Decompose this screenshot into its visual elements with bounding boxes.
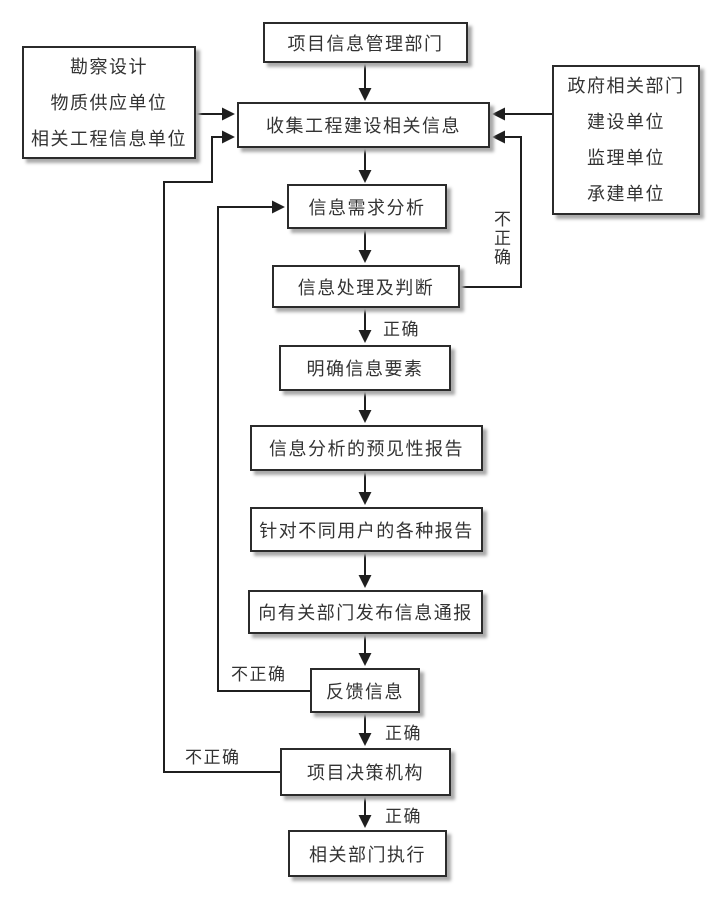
edge-label-incorrect-process-loop: 不正确 bbox=[491, 210, 510, 267]
node-predictive-report-label: 信息分析的预见性报告 bbox=[269, 439, 464, 459]
source-construction-unit: 建设单位 bbox=[587, 112, 665, 132]
node-feedback-info-label: 反馈信息 bbox=[326, 681, 404, 702]
source-related-project-info-unit: 相关工程信息单位 bbox=[31, 128, 187, 149]
node-user-reports: 针对不同用户的各种报告 bbox=[250, 507, 483, 552]
node-publish-notice: 向有关部门发布信息通报 bbox=[248, 590, 483, 634]
node-collect-info-label: 收集工程建设相关信息 bbox=[266, 116, 461, 136]
source-survey-design: 勘察设计 bbox=[70, 56, 148, 77]
edge-label-correct-after-decision: 正确 bbox=[385, 807, 422, 826]
node-predictive-report: 信息分析的预见性报告 bbox=[250, 425, 483, 471]
node-feedback-info: 反馈信息 bbox=[310, 668, 420, 713]
node-execute-depts-label: 相关部门执行 bbox=[309, 844, 426, 865]
node-demand-analysis: 信息需求分析 bbox=[287, 184, 447, 229]
node-process-judge: 信息处理及判断 bbox=[272, 265, 460, 308]
node-collect-info: 收集工程建设相关信息 bbox=[237, 102, 490, 148]
node-project-info-dept-label: 项目信息管理部门 bbox=[287, 33, 444, 54]
edge-label-incorrect-decision-loop: 不正确 bbox=[185, 748, 241, 767]
edge-label-correct-after-feedback: 正确 bbox=[385, 724, 422, 743]
source-material-supply-unit: 物质供应单位 bbox=[50, 92, 168, 113]
source-supervision-unit: 监理单位 bbox=[587, 148, 665, 168]
node-clarify-elements: 明确信息要素 bbox=[279, 345, 451, 391]
edge-label-correct-after-process: 正确 bbox=[383, 320, 420, 339]
node-demand-analysis-label: 信息需求分析 bbox=[308, 197, 426, 218]
node-project-info-dept: 项目信息管理部门 bbox=[263, 22, 468, 63]
node-decision-body: 项目决策机构 bbox=[280, 748, 451, 796]
node-user-reports-label: 针对不同用户的各种报告 bbox=[259, 520, 474, 541]
edge-label-incorrect-feedback-loop: 不正确 bbox=[231, 665, 287, 684]
node-clarify-elements-label: 明确信息要素 bbox=[306, 359, 424, 379]
node-publish-notice-label: 向有关部门发布信息通报 bbox=[258, 603, 473, 623]
node-sources-right: 政府相关部门 建设单位 监理单位 承建单位 bbox=[552, 65, 700, 215]
source-government-dept: 政府相关部门 bbox=[567, 76, 685, 96]
node-decision-body-label: 项目决策机构 bbox=[307, 763, 424, 783]
node-execute-depts: 相关部门执行 bbox=[288, 830, 447, 877]
source-contractor-unit: 承建单位 bbox=[587, 184, 665, 204]
node-process-judge-label: 信息处理及判断 bbox=[297, 277, 435, 298]
node-sources-left: 勘察设计 物质供应单位 相关工程信息单位 bbox=[22, 46, 196, 159]
